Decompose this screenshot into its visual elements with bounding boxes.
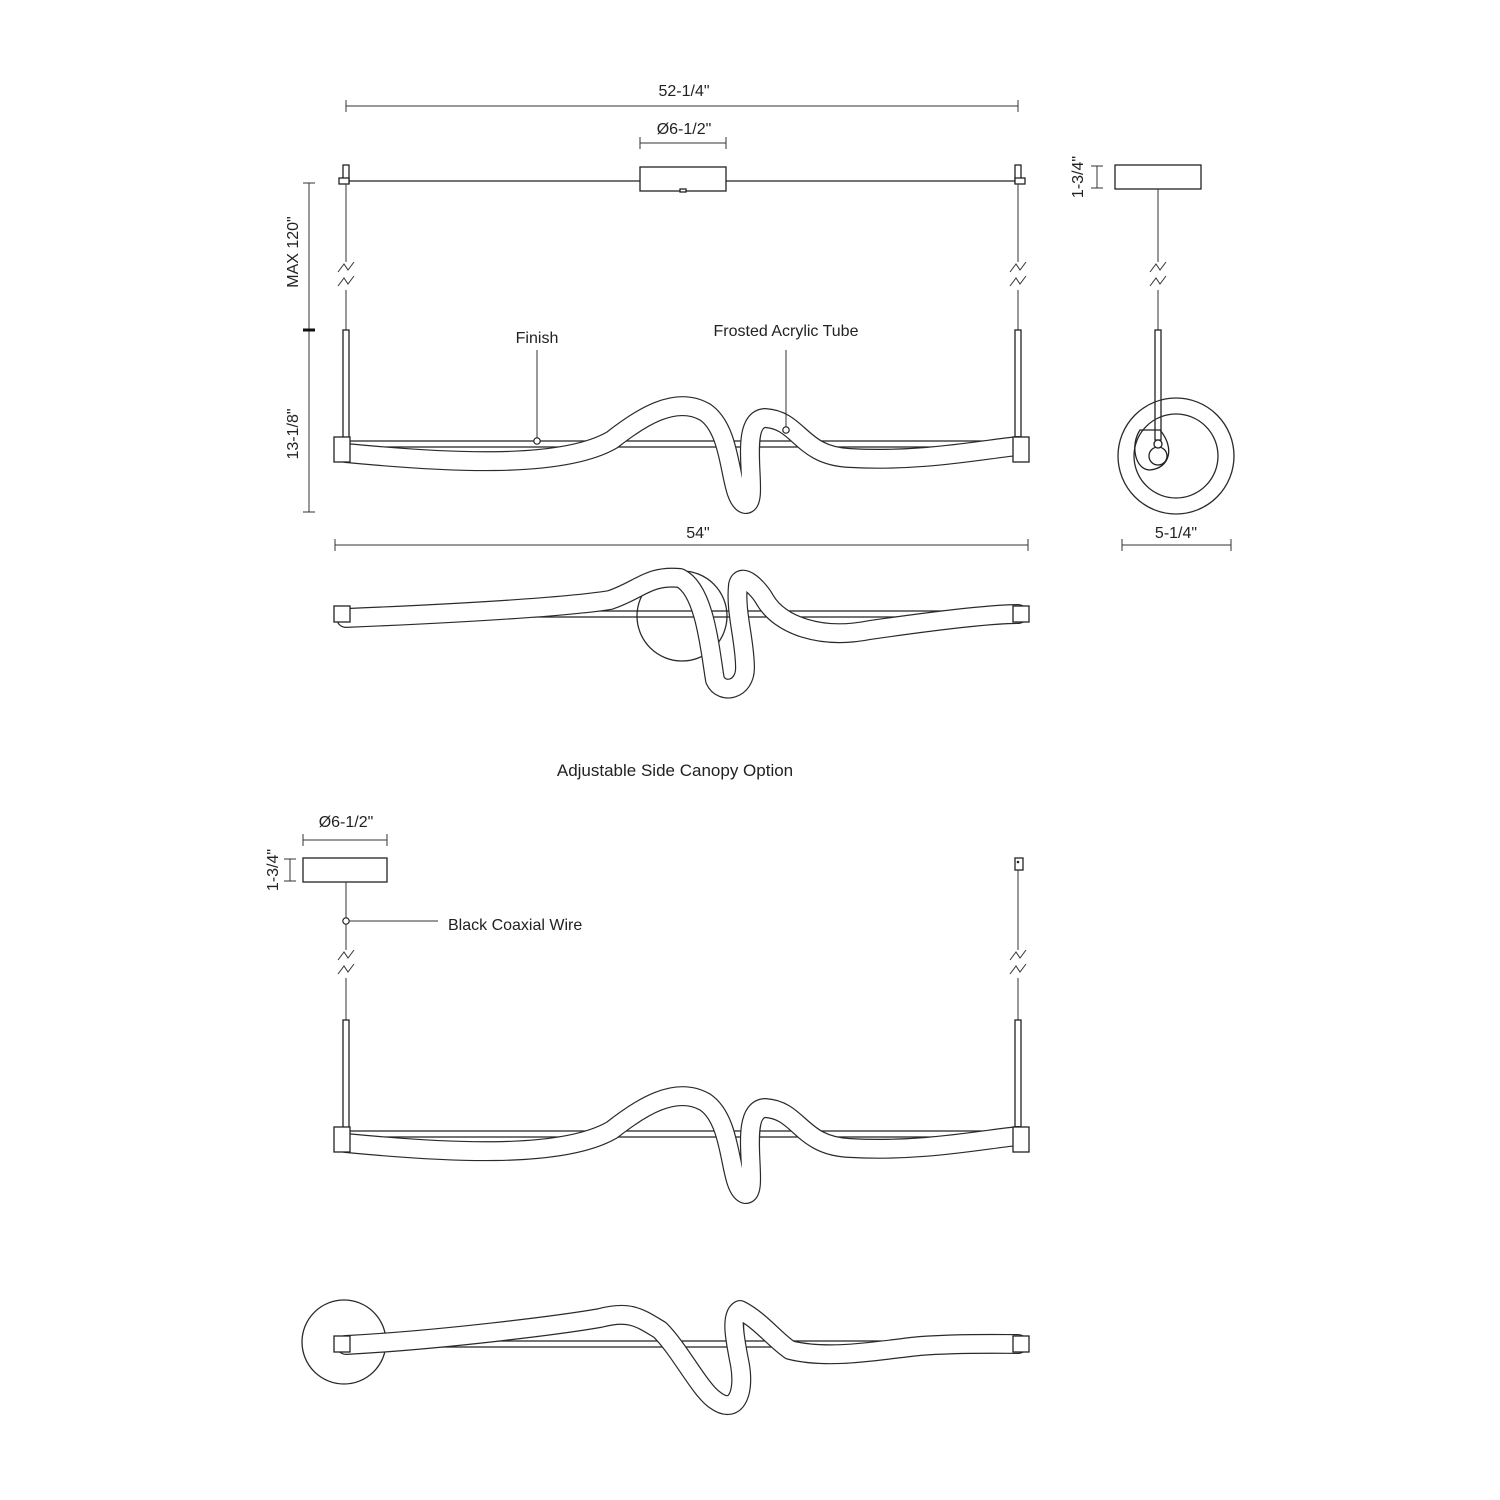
ceiling-canopy [338,164,1026,193]
dimension-width-top: 52-1/4" [345,83,1019,112]
callout-label-tube: Frosted Acrylic Tube [714,323,859,340]
dimension-option-canopy-height: 1-3/4" [265,849,296,891]
dimension-label-side-canopy-height: 1-3/4" [1070,156,1087,198]
callout-finish: Finish [516,330,559,445]
fixture-bar [333,406,1030,504]
callout-label-finish: Finish [516,330,559,347]
dimension-label-canopy-diameter: Ø6-1/2" [657,121,712,138]
dimension-label-body-height: 13-1/8" [285,408,302,459]
side-view: 1-3/4" 5-1/4" [1070,156,1235,551]
dimension-height: MAX 120" 13-1/8" [285,182,315,513]
dimension-label-max-length: MAX 120" [285,216,302,288]
side-canopy-front-view: Ø6-1/2" 1-3/4" Black Coaxial Wire [265,814,1030,1194]
dimension-label-option-canopy-height: 1-3/4" [265,849,282,891]
dimension-label-width-bottom: 54" [686,525,709,542]
dimension-option-canopy-diameter: Ø6-1/2" [302,814,388,846]
dimension-label-option-canopy-diameter: Ø6-1/2" [319,814,374,831]
dimension-side-depth: 5-1/4" [1121,525,1232,551]
dimension-side-canopy-height: 1-3/4" [1070,156,1103,198]
suspension-cables [337,184,1027,439]
dimension-label-side-depth: 5-1/4" [1155,525,1197,542]
dimension-canopy-diameter: Ø6-1/2" [639,121,727,149]
callout-wire: Black Coaxial Wire [342,917,582,934]
main-front-view: 52-1/4" Ø6-1/2" [285,83,1030,551]
dimension-width-bottom: 54" [334,525,1029,551]
callout-tube: Frosted Acrylic Tube [714,323,859,434]
section-title-side-canopy: Adjustable Side Canopy Option [557,761,793,780]
dimension-label-width-top: 52-1/4" [658,83,709,100]
callout-label-wire: Black Coaxial Wire [448,917,582,934]
top-view [333,571,1030,689]
side-canopy-top-view [301,1299,1030,1405]
